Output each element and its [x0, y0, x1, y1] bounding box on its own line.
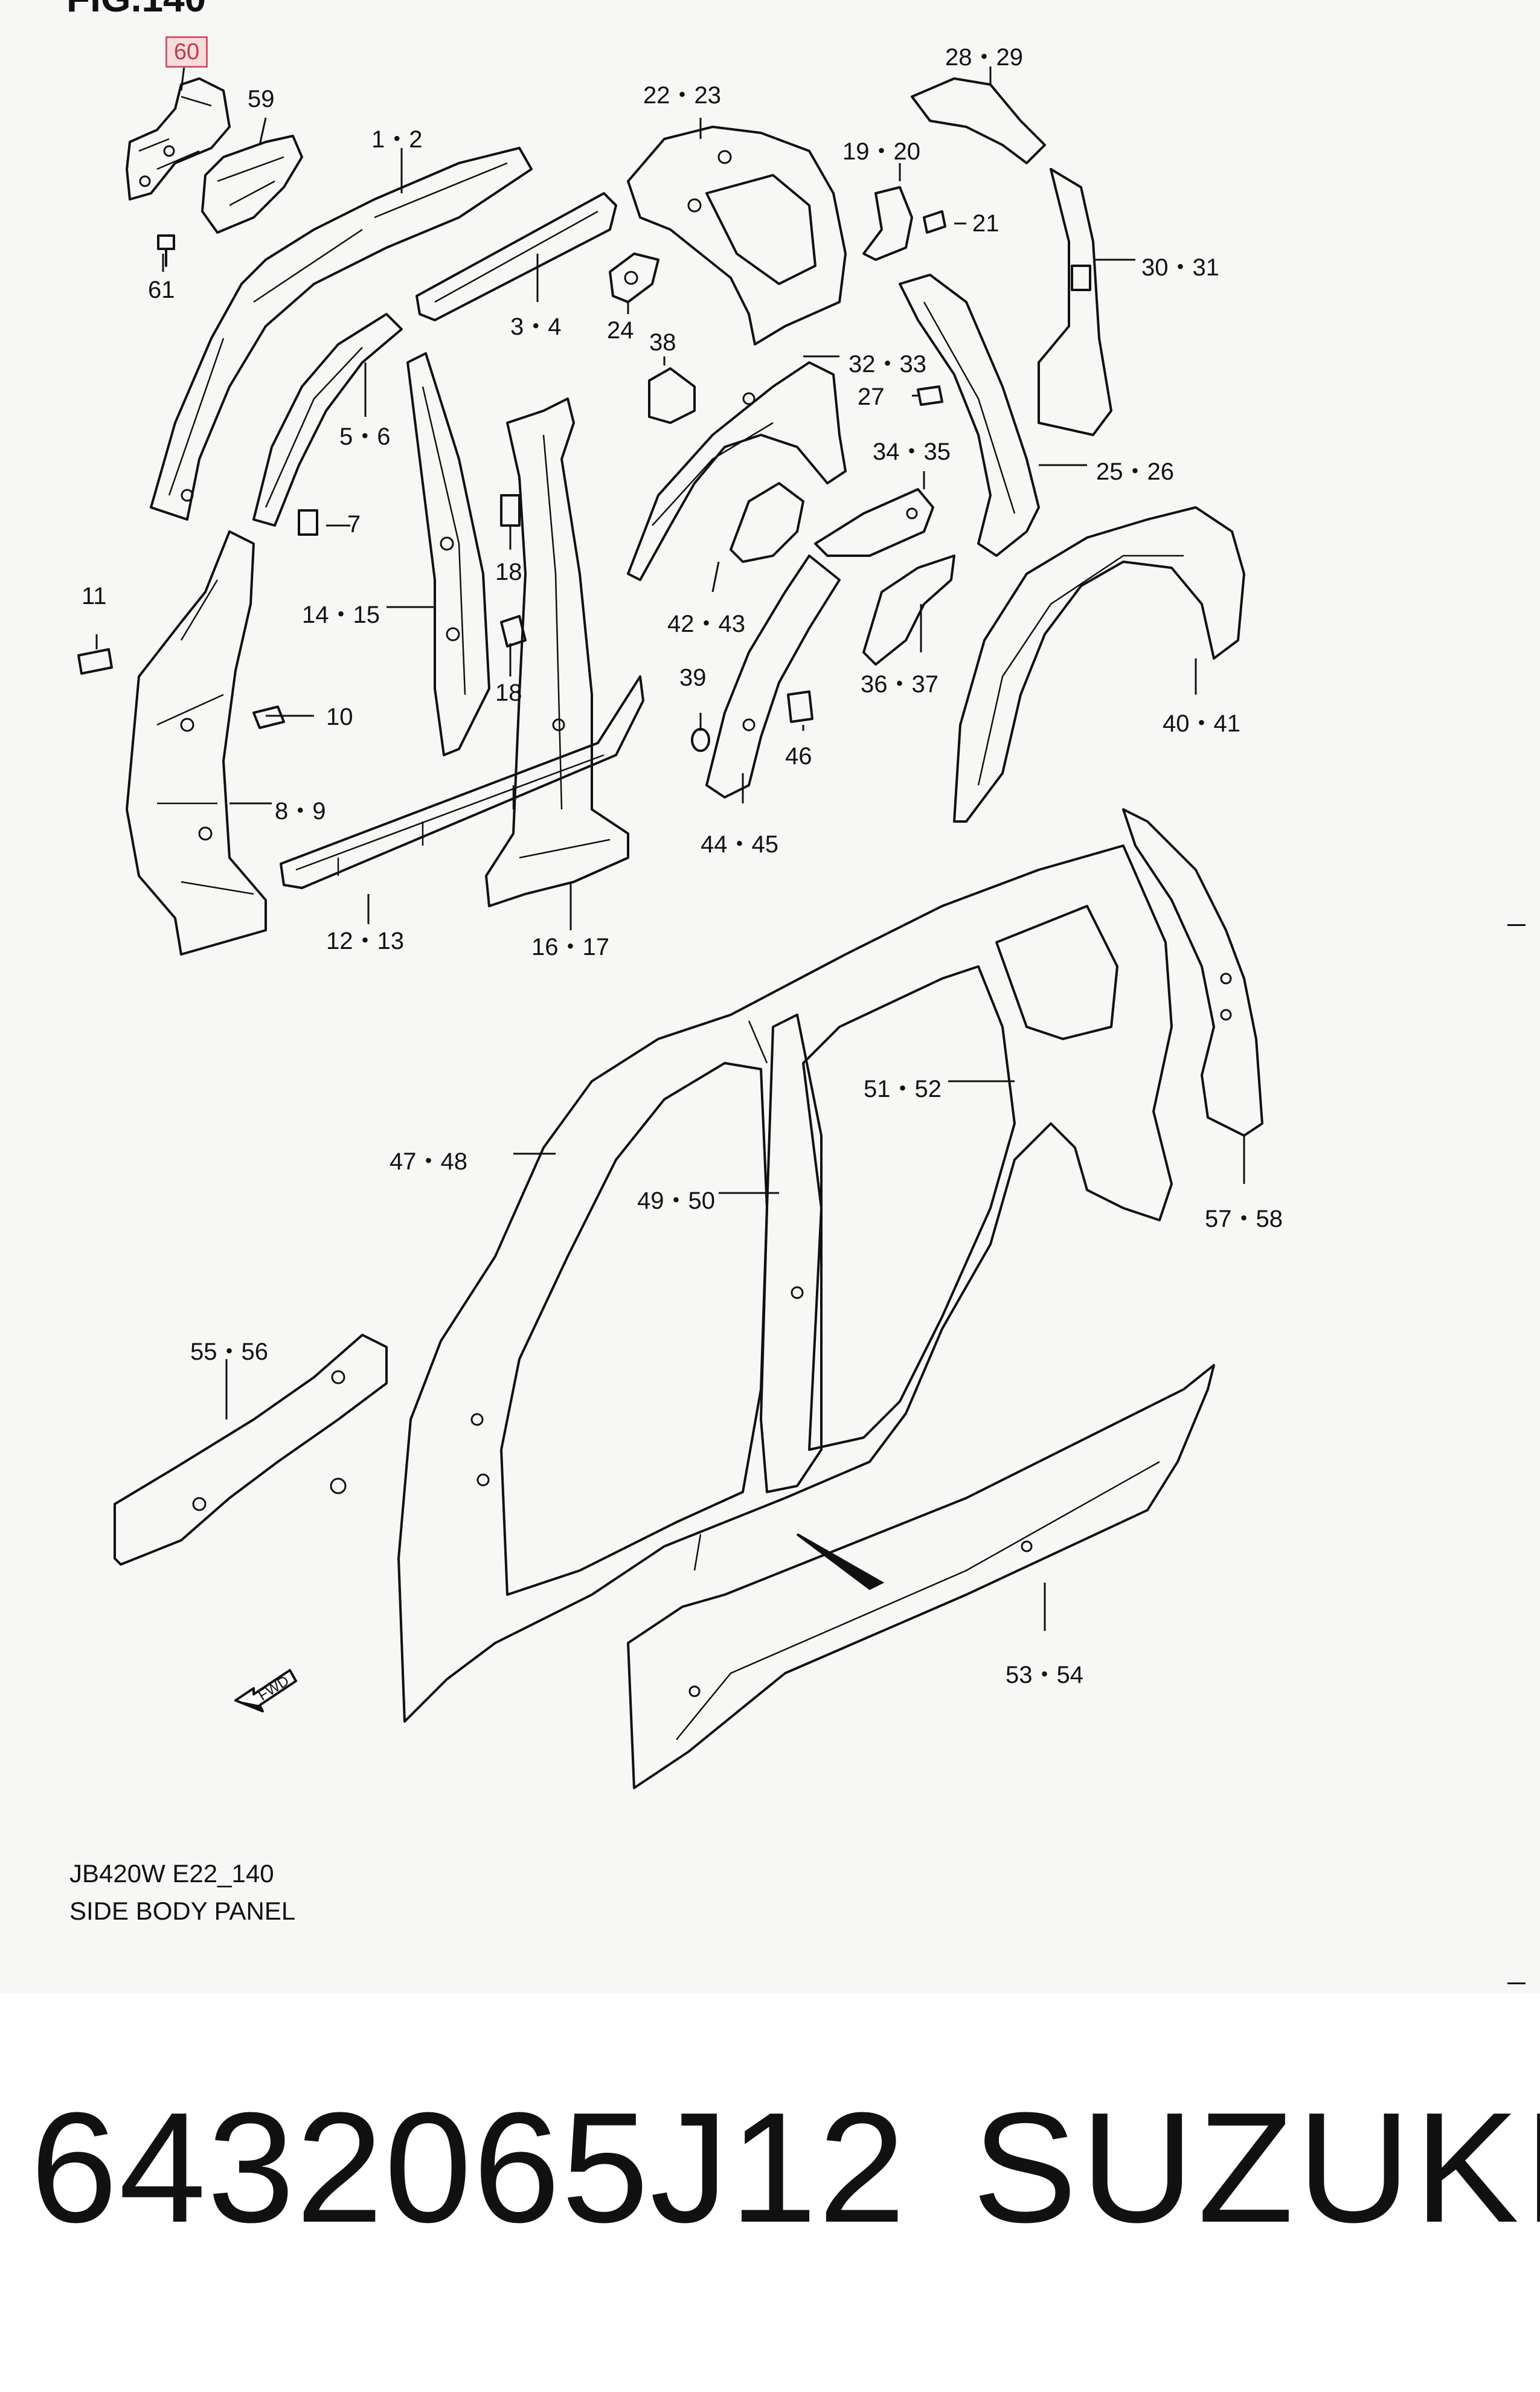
callout-14-15[interactable]: 14・15	[302, 602, 380, 628]
part-14-15-pillar	[406, 352, 490, 756]
brand-caption: SUZUKI	[972, 2080, 1540, 2255]
callout-16-17[interactable]: 16・17	[531, 934, 609, 960]
callout-40-41[interactable]: 40・41	[1163, 710, 1240, 737]
callout-24[interactable]: 24	[607, 317, 634, 344]
part-38-clip	[648, 367, 696, 424]
part-7-clip	[298, 509, 318, 536]
callout-61[interactable]: 61	[148, 277, 175, 303]
callout-30-31[interactable]: 30・31	[1141, 254, 1219, 281]
part-53-54-rocker	[627, 1364, 1215, 1789]
part-40-41-wheelhouse-outer	[953, 506, 1245, 823]
part-39-grommet	[691, 728, 710, 752]
part-34-35-bracket	[814, 488, 934, 557]
part-18-brackets	[500, 494, 527, 648]
callout-21[interactable]: 21	[972, 210, 999, 237]
callout-25-26[interactable]: 25・26	[1096, 458, 1174, 485]
figure-title: FIG.140	[66, 0, 206, 21]
callout-60-label: 60	[173, 39, 200, 65]
part-11-pad	[77, 648, 113, 675]
part-5-6-arch	[252, 313, 403, 527]
part-22-23-quarter-inner	[627, 126, 847, 346]
part-27-pad	[917, 385, 943, 406]
diagram-sheet: FIG.140	[66, 0, 1526, 1984]
part-8-9-front-pillar	[126, 530, 267, 956]
callout-22-23[interactable]: 22・23	[643, 82, 721, 109]
callout-42-43[interactable]: 42・43	[667, 611, 745, 637]
part-59-cover	[201, 135, 303, 234]
part-47-48-side-outer	[397, 844, 1173, 1723]
parts-diagram	[77, 66, 1263, 1789]
callout-59[interactable]: 59	[248, 86, 275, 112]
callout-12-13[interactable]: 12・13	[326, 928, 404, 954]
callout-1-2[interactable]: 1・2	[371, 126, 423, 153]
part-25-26-rear-pillar	[899, 274, 1040, 557]
part-46-pad	[787, 690, 813, 723]
part-32-33-wheelhouse-inner	[627, 361, 847, 581]
fwd-arrow-icon: FWD	[234, 1669, 297, 1712]
part-16-17-center-pillar	[485, 397, 629, 907]
part-44-45-pillar	[705, 555, 841, 799]
part-55-56-front-rail	[114, 1334, 388, 1566]
callout-27[interactable]: 27	[858, 384, 885, 410]
figure-name: SIDE BODY PANEL	[69, 1897, 296, 1925]
part-61-bolt	[157, 234, 175, 267]
callout-19-20[interactable]: 19・20	[842, 138, 920, 165]
part-21-pad	[923, 210, 946, 234]
part-10-pad	[252, 706, 285, 729]
callout-49-50[interactable]: 49・50	[637, 1188, 715, 1214]
callout-55-56[interactable]: 55・56	[190, 1339, 268, 1365]
callout-34-35[interactable]: 34・35	[873, 439, 951, 465]
part-19-20-bracket	[862, 186, 913, 261]
pointer-arrow	[796, 1533, 885, 1590]
part-28-29-bracket	[911, 77, 1046, 164]
part-number-caption: 6432065J12	[30, 2080, 907, 2255]
part-30-31-pillar	[1038, 168, 1112, 436]
part-60-hinge	[126, 77, 231, 201]
callout-5-6[interactable]: 5・6	[339, 423, 391, 450]
callout-36-37[interactable]: 36・37	[861, 671, 938, 698]
callout-47-48[interactable]: 47・48	[390, 1148, 467, 1175]
callout-32-33[interactable]: 32・33	[849, 351, 926, 378]
callout-11[interactable]: 11	[82, 583, 107, 609]
callout-51-52[interactable]: 51・52	[864, 1076, 942, 1102]
part-3-4-rail	[415, 192, 617, 321]
callout-3-4[interactable]: 3・4	[510, 313, 562, 340]
callout-53-54[interactable]: 53・54	[1006, 1662, 1083, 1688]
edge-tick-right	[1507, 924, 1526, 926]
callout-7[interactable]: 7	[347, 511, 361, 538]
part-36-37-bracket	[862, 555, 955, 666]
callout-10[interactable]: 10	[326, 704, 353, 730]
part-49-50-pillar-outer	[760, 1014, 823, 1493]
part-1-2-roof-rail	[150, 147, 533, 521]
part-12-13-sill	[280, 675, 644, 889]
callout-18-upper[interactable]: 18	[495, 559, 522, 585]
callout-39[interactable]: 39	[679, 664, 707, 691]
part-24-bracket	[609, 252, 659, 303]
edge-tick-bottom	[1507, 1982, 1526, 1984]
callout-46[interactable]: 46	[785, 743, 812, 770]
callout-28-29[interactable]: 28・29	[945, 44, 1023, 71]
callout-18-lower[interactable]: 18	[495, 680, 522, 706]
callout-44-45[interactable]: 44・45	[701, 831, 778, 858]
callout-57-58[interactable]: 57・58	[1205, 1206, 1283, 1232]
callout-8-9[interactable]: 8・9	[275, 798, 326, 825]
figure-code: JB420W E22_140	[69, 1859, 274, 1888]
callout-60-highlighted[interactable]: 60	[165, 36, 208, 68]
leader-lines	[95, 66, 1245, 1631]
callout-38[interactable]: 38	[649, 329, 676, 356]
part-42-43-bracket	[730, 482, 804, 563]
part-57-58-rear-panel	[1122, 808, 1263, 1137]
